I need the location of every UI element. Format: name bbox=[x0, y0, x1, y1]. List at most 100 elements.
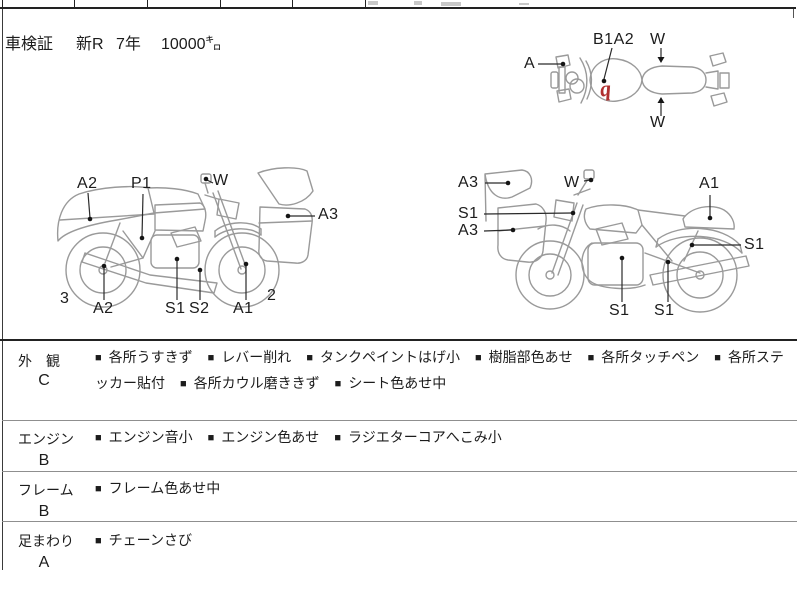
top-table-divider bbox=[2, 0, 3, 7]
section-exterior-label: 外 観 bbox=[18, 353, 60, 369]
label-a3-rightside: A3 bbox=[318, 206, 339, 223]
bullet-square-icon: ■ bbox=[334, 378, 342, 390]
label-a3-side: A3 bbox=[458, 222, 479, 239]
top-view-pointers bbox=[538, 47, 665, 116]
label-w-rightside: W bbox=[213, 172, 229, 189]
condition-item-text: 各所うすきず bbox=[108, 349, 193, 365]
shaken-label: 車検証 bbox=[5, 36, 54, 53]
label-s1-shock: S1 bbox=[744, 236, 765, 253]
condition-item: ■ 各所タッチペン bbox=[588, 349, 700, 365]
label-a2-bottom: A2 bbox=[93, 300, 114, 317]
section-undercarriage-label: 足まわり bbox=[18, 533, 74, 549]
label-s1-swingarm: S1 bbox=[654, 302, 675, 319]
top-table-line bbox=[0, 7, 796, 9]
section-exterior-grade: C bbox=[38, 372, 50, 389]
left-side-body bbox=[484, 169, 750, 313]
bullet-square-icon: ■ bbox=[306, 352, 313, 364]
condition-item-text: ラジエターコアへこみ小 bbox=[347, 429, 502, 445]
bullet-square-icon: ■ bbox=[587, 352, 595, 364]
label-w-topview-upper: W bbox=[650, 31, 666, 48]
bullet-square-icon: ■ bbox=[207, 352, 215, 364]
label-a3-top-leftside: A3 bbox=[458, 174, 479, 191]
condition-items: ■ チェーンさび bbox=[95, 528, 792, 554]
section-divider bbox=[2, 471, 797, 472]
section-frame-grade: B bbox=[38, 503, 50, 520]
label-wheel-grade-3: 3 bbox=[60, 290, 70, 307]
section-frame-label: フレーム bbox=[18, 482, 74, 498]
condition-item: ■ エンジン色あせ bbox=[208, 429, 320, 445]
label-a1-rightside: A1 bbox=[233, 300, 254, 317]
section-divider bbox=[2, 521, 797, 522]
condition-item: ■ 樹脂部色あせ bbox=[475, 349, 573, 365]
section-undercarriage-grade: A bbox=[38, 554, 50, 571]
label-a1-leftside: A1 bbox=[699, 175, 720, 192]
cutoff-text-remnant bbox=[368, 1, 378, 5]
bullet-square-icon: ■ bbox=[180, 378, 187, 390]
condition-item-text: エンジン音小 bbox=[108, 429, 193, 445]
bullet-square-icon: ■ bbox=[207, 432, 215, 444]
motorcycle-top-view-drawing bbox=[538, 47, 730, 116]
bullet-square-icon: ■ bbox=[714, 352, 721, 364]
sections-top-line bbox=[0, 339, 797, 341]
label-s1-rightside: S1 bbox=[165, 300, 186, 317]
condition-item-text: 各所ステッカー貼付 bbox=[95, 349, 784, 391]
condition-item-text: 各所カウル磨ききず bbox=[193, 375, 320, 391]
left-side-pointers bbox=[483, 177, 741, 302]
label-b1a2-topview: B1A2 bbox=[593, 31, 635, 48]
motorcycle-right-side-drawing bbox=[56, 167, 315, 308]
condition-item: ■シート色あせ中 bbox=[335, 375, 447, 391]
label-s1-fork: S1 bbox=[458, 205, 479, 222]
cutoff-text-remnant bbox=[414, 1, 422, 5]
label-w-topview-lower: W bbox=[650, 114, 666, 131]
condition-item-text: 各所タッチペン bbox=[601, 349, 700, 365]
condition-items: ■ フレーム色あせ中 bbox=[95, 476, 792, 502]
bullet-square-icon: ■ bbox=[95, 352, 102, 364]
right-side-pointers bbox=[87, 176, 315, 300]
bullet-square-icon: ■ bbox=[95, 483, 102, 495]
top-view-body bbox=[550, 52, 730, 107]
condition-item: ■ 各所カウル磨ききず bbox=[180, 375, 320, 391]
condition-item-text: エンジン色あせ bbox=[221, 429, 320, 445]
top-table-divider bbox=[365, 0, 366, 7]
motorcycle-left-side-drawing bbox=[483, 169, 750, 313]
label-a2-top: A2 bbox=[77, 175, 98, 192]
condition-items: ■ エンジン音小 ■ エンジン色あせ ■ ラジエターコアへこみ小 bbox=[95, 425, 792, 451]
label-w-leftside: W bbox=[564, 174, 580, 191]
section-divider bbox=[2, 420, 797, 421]
condition-item-text: レバー削れ bbox=[221, 349, 292, 365]
section-engine-grade: B bbox=[38, 452, 50, 469]
cutoff-text-remnant bbox=[519, 3, 529, 5]
condition-item-text: チェーンさび bbox=[108, 532, 192, 548]
cutoff-text-remnant bbox=[441, 2, 461, 6]
bullet-square-icon: ■ bbox=[334, 432, 341, 444]
label-s1-engine: S1 bbox=[609, 302, 630, 319]
condition-item: ■ 各所うすきず bbox=[95, 349, 193, 365]
condition-item-text: フレーム色あせ中 bbox=[108, 480, 221, 496]
registration-value: 新R bbox=[76, 36, 104, 53]
top-table-divider bbox=[74, 0, 75, 7]
condition-item: ■各所ステッカー貼付 bbox=[95, 349, 784, 391]
condition-item: ■ エンジン音小 bbox=[95, 429, 193, 445]
condition-item-text: 樹脂部色あせ bbox=[488, 349, 573, 365]
condition-items: ■各所うすきず■レバー削れ■タンクペイントはげ小■樹脂部色あせ■各所タッチペン■… bbox=[95, 345, 792, 397]
condition-item: ■ フレーム色あせ中 bbox=[95, 480, 220, 496]
condition-item: ■ タンクペイントはげ小 bbox=[306, 349, 460, 365]
right-border-tick bbox=[793, 9, 794, 18]
bullet-square-icon: ■ bbox=[95, 535, 102, 547]
condition-item-text: タンクペイントはげ小 bbox=[319, 349, 460, 365]
label-s2-rightside: S2 bbox=[189, 300, 210, 317]
bullet-square-icon: ■ bbox=[95, 432, 102, 444]
label-a-topview: A bbox=[524, 55, 536, 72]
section-engine-label: エンジン bbox=[18, 431, 74, 447]
bullet-square-icon: ■ bbox=[474, 352, 482, 364]
left-border bbox=[2, 9, 3, 570]
label-wheel-grade-2: 2 bbox=[267, 287, 277, 304]
top-table-divider bbox=[147, 0, 148, 7]
top-table-divider bbox=[220, 0, 221, 7]
top-table-divider bbox=[292, 0, 293, 7]
model-year-value: 7年 bbox=[116, 36, 141, 53]
right-side-body bbox=[56, 167, 314, 308]
label-p1: P1 bbox=[131, 175, 152, 192]
condition-item: ■ ラジエターコアへこみ小 bbox=[334, 429, 501, 445]
condition-item: ■ レバー削れ bbox=[208, 349, 292, 365]
